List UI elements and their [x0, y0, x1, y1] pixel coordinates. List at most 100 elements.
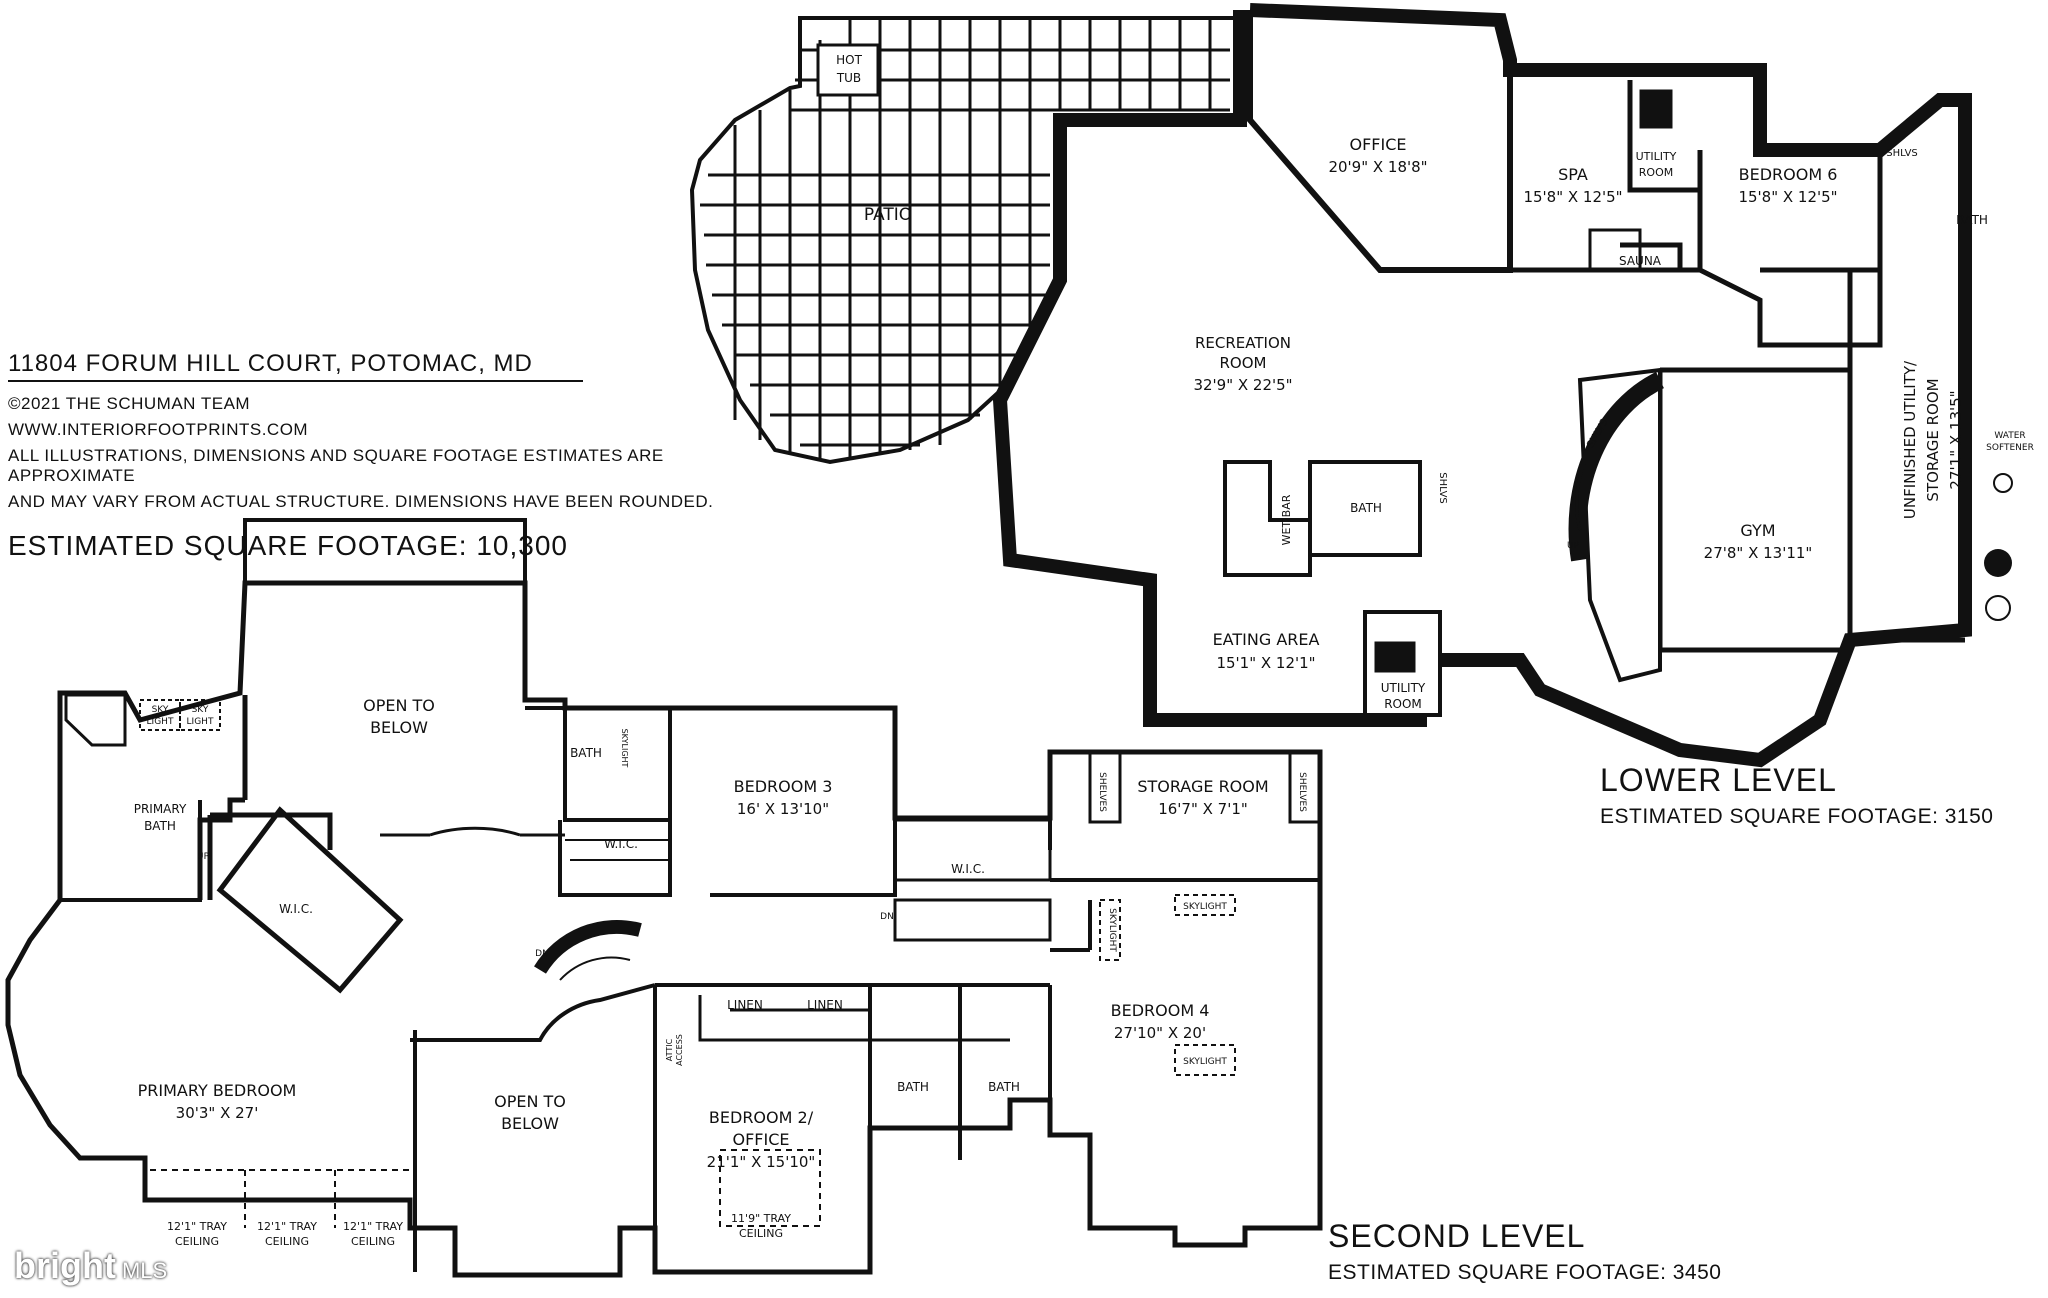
label-skylight-b3: SKYLIGHT — [620, 729, 629, 768]
label-open-to-below-1b: BELOW — [370, 718, 428, 737]
lower-level-title: LOWER LEVEL — [1600, 762, 1837, 798]
property-address: 11804 FORUM HILL COURT, POTOMAC, MD — [8, 350, 583, 382]
logo-brand: bright — [14, 1245, 116, 1286]
label-tray-c2: CEILING — [351, 1235, 395, 1248]
label-wic-mid: W.I.C. — [951, 862, 985, 876]
label-bath-b: BATH — [988, 1080, 1020, 1094]
lower-level-plan — [689, 3, 2013, 768]
label-bedroom-4: BEDROOM 4 — [1111, 1001, 1210, 1020]
label-sky-2a: SKY — [192, 705, 209, 715]
label-attic-2: ACCESS — [675, 1034, 684, 1066]
label-bedroom-3: BEDROOM 3 — [734, 777, 833, 796]
label-tray-d2: CEILING — [739, 1227, 783, 1240]
label-sauna: SAUNA — [1619, 254, 1662, 268]
copyright-text: ©2021 THE SCHUMAN TEAM — [8, 394, 251, 413]
label-dn-stair: DN — [535, 949, 549, 959]
disclaimer-line-1: ALL ILLUSTRATIONS, DIMENSIONS AND SQUARE… — [8, 446, 664, 485]
second-level-plan — [5, 518, 1323, 1278]
label-office: OFFICE — [1350, 135, 1407, 154]
lower-level-labels: HOT TUB PATIO OFFICE 20'9" X 18'8" SPA 1… — [836, 53, 2034, 711]
label-storage-room: STORAGE ROOM — [1137, 777, 1268, 796]
label-utility-top-2: ROOM — [1639, 166, 1673, 179]
label-patio: PATIO — [864, 205, 912, 225]
label-recreation-1: RECREATION — [1195, 334, 1291, 352]
label-bath-b3: BATH — [570, 746, 602, 760]
label-bedroom-3-dim: 16' X 13'10" — [737, 800, 829, 818]
total-square-footage: ESTIMATED SQUARE FOOTAGE: 10,300 — [8, 530, 568, 561]
label-linen-1: LINEN — [727, 998, 763, 1012]
label-tray-b1: 12'1" TRAY — [257, 1220, 317, 1233]
label-shelves-right: SHELVES — [1297, 772, 1307, 812]
bright-mls-logo: bright MLS — [14, 1245, 167, 1287]
label-spa-dim: 15'8" X 12'5" — [1523, 188, 1622, 206]
label-tray-d1: 11'9" TRAY — [731, 1212, 791, 1225]
label-open-to-below-2a: OPEN TO — [494, 1092, 566, 1111]
hot-tub — [816, 43, 880, 97]
label-recreation-2: ROOM — [1220, 354, 1267, 372]
label-bedroom-2-2: OFFICE — [733, 1130, 790, 1149]
label-shelves-left: SHELVES — [1097, 772, 1107, 812]
label-eating-dim: 15'1" X 12'1" — [1216, 654, 1315, 672]
label-sky-1a: SKY — [152, 705, 169, 715]
property-info: 11804 FORUM HILL COURT, POTOMAC, MD ©202… — [8, 350, 768, 562]
label-primary-bedroom: PRIMARY BEDROOM — [138, 1081, 297, 1100]
label-unfinished-2: STORAGE ROOM — [1924, 378, 1942, 501]
second-level-sqft: ESTIMATED SQUARE FOOTAGE: 3450 — [1328, 1261, 1722, 1284]
label-bedroom-6-dim: 15'8" X 12'5" — [1738, 188, 1837, 206]
label-shlvs-mid: SHLVS — [1437, 472, 1448, 504]
label-storage-dim: 16'7" X 7'1" — [1158, 800, 1248, 818]
second-level-caption: SECOND LEVEL ESTIMATED SQUARE FOOTAGE: 3… — [1328, 1218, 1721, 1285]
label-open-to-below-2b: BELOW — [501, 1114, 559, 1133]
label-shlvs-top: SHLVS — [1886, 148, 1918, 159]
label-hot-tub-2: TUB — [836, 71, 861, 85]
label-open-to-below-1a: OPEN TO — [363, 696, 435, 715]
label-attic-1: ATTIC — [665, 1038, 674, 1061]
lower-level-caption: LOWER LEVEL ESTIMATED SQUARE FOOTAGE: 31… — [1600, 762, 1993, 829]
label-tray-b2: CEILING — [265, 1235, 309, 1248]
label-office-dim: 20'9" X 18'8" — [1328, 158, 1427, 176]
second-level-title: SECOND LEVEL — [1328, 1218, 1586, 1254]
label-up-lower: UP — [1567, 541, 1580, 551]
lower-level-sqft: ESTIMATED SQUARE FOOTAGE: 3150 — [1600, 805, 1994, 828]
label-utility-low-1: UTILITY — [1381, 681, 1426, 695]
label-dn-right: DN — [880, 912, 894, 922]
label-spa: SPA — [1558, 165, 1588, 184]
label-bedroom-4-dim: 27'10" X 20' — [1114, 1024, 1206, 1042]
label-bath-right: BATH — [1956, 213, 1988, 227]
label-tray-a1: 12'1" TRAY — [167, 1220, 227, 1233]
label-sky-1b: LIGHT — [147, 717, 174, 727]
label-unfinished-1: UNFINISHED UTILITY/ — [1901, 360, 1919, 519]
website-text: WWW.INTERIORFOOTPRINTS.COM — [8, 420, 309, 439]
label-linen-2: LINEN — [807, 998, 843, 1012]
label-recreation-dim: 32'9" X 22'5" — [1193, 376, 1292, 394]
label-sky-2b: LIGHT — [187, 717, 214, 727]
label-skylight-c: SKYLIGHT — [1183, 1057, 1227, 1067]
second-level-labels: SKY LIGHT SKY LIGHT PRIMARY BATH UP W.I.… — [134, 696, 1307, 1248]
label-tray-a2: CEILING — [175, 1235, 219, 1248]
label-hot-tub-1: HOT — [836, 53, 862, 67]
label-up-second: UP — [197, 852, 210, 862]
label-skylight-a: SKYLIGHT — [1183, 902, 1227, 912]
label-gym: GYM — [1740, 521, 1775, 540]
label-bedroom-6: BEDROOM 6 — [1739, 165, 1838, 184]
label-bath-mid: BATH — [1350, 501, 1382, 515]
label-bath-a: BATH — [897, 1080, 929, 1094]
label-gym-dim: 27'8" X 13'11" — [1704, 544, 1813, 562]
label-eating-area: EATING AREA — [1213, 630, 1320, 649]
label-water-1: WATER — [1994, 431, 2025, 441]
disclaimer-line-2: AND MAY VARY FROM ACTUAL STRUCTURE. DIME… — [8, 492, 714, 511]
label-skylight-b: SKYLIGHT — [1107, 908, 1117, 952]
label-utility-low-2: ROOM — [1384, 697, 1422, 711]
label-primary-bath-1: PRIMARY — [134, 802, 187, 816]
label-tray-c1: 12'1" TRAY — [343, 1220, 403, 1233]
label-primary-bedroom-dim: 30'3" X 27' — [176, 1104, 259, 1122]
label-bedroom-2-dim: 21'1" X 15'10" — [707, 1153, 816, 1171]
label-utility-top-1: UTILITY — [1636, 150, 1677, 163]
label-wic-primary: W.I.C. — [279, 902, 313, 916]
label-water-2: SOFTENER — [1986, 443, 2034, 453]
logo-suffix: MLS — [121, 1258, 168, 1283]
label-wic-b3: W.I.C. — [604, 837, 638, 851]
label-primary-bath-2: BATH — [144, 819, 176, 833]
label-unfinished-dim: 27'1" X 13'5" — [1947, 390, 1965, 489]
